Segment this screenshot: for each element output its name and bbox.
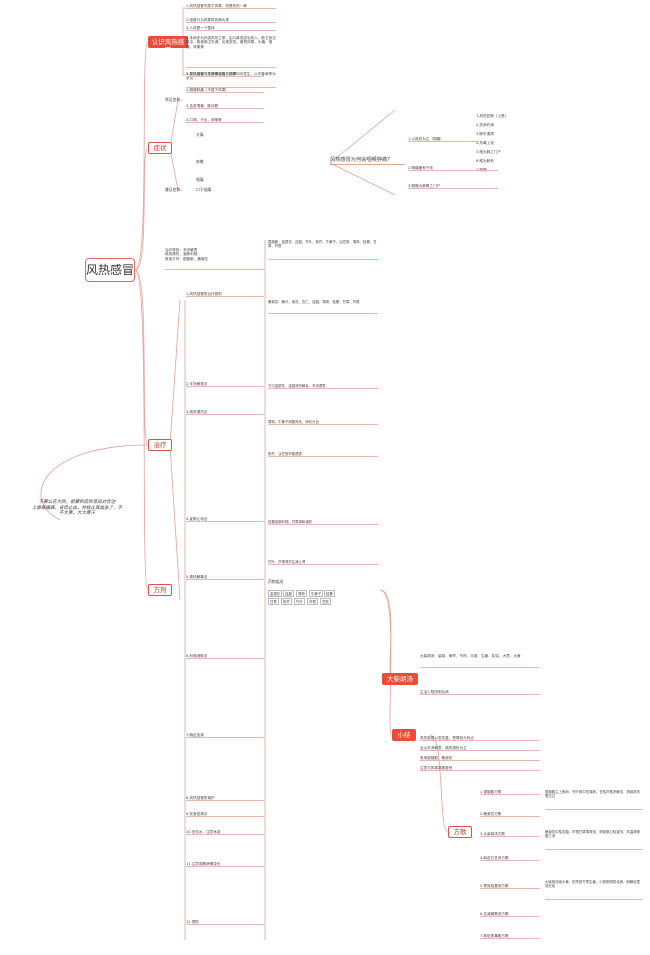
fangge-item-7: 7.荆防败毒散方歌	[480, 934, 540, 940]
fangji-cell: 豆豉	[320, 598, 331, 605]
fangge-detail-1: 银翘散主上焦疴，竹叶荆牛豉薄荷，甘桔芦根凉解法，清疏风热煮无过	[545, 790, 643, 810]
question-note-1: 1.以风热为主（咽痛）	[408, 137, 478, 143]
question-note-2: 2.咽痛兼有干咳	[408, 166, 498, 172]
xiao-line-3: 常用银翘散、桑菊饮	[420, 756, 540, 762]
renshi-note-4: 4.本病多为外感风热之邪，由口鼻或皮毛而入，肺卫首当其冲，致使肺卫失调，出现发热…	[186, 36, 276, 68]
zhiliao-intro: 治疗原则：辛凉解表 疏风清热，宣肺利咽 常用方剂：银翘散、桑菊饮	[165, 248, 265, 270]
question-item: 3.肺失清肃	[476, 132, 494, 137]
fangge-detail-3: 大柴胡汤用大黄，枳芩夏芍枣生姜，少阳阳明同合病，和解攻里效无双	[545, 880, 643, 900]
zhiliao-detail-5: 荆芥、淡豆豉辛散透表	[268, 452, 378, 458]
fangji-label: 药物组成	[268, 579, 284, 584]
zhiliao-detail-7: 竹叶、芦根清热生津止渴	[268, 560, 378, 566]
zhiliao-item-6: 6.利咽消肿法	[186, 654, 264, 660]
jiu-line-1: 大柴胡汤：柴胡、黄芩、芍药、半夏、生姜、枳实、大枣、大黄	[420, 654, 540, 668]
branch-fangge[interactable]: 方歌	[448, 826, 472, 838]
branch-fangji[interactable]: 方剂	[148, 584, 172, 596]
question-item: 6.喉为肺系	[476, 159, 494, 164]
fangji-cell: 荆芥	[281, 598, 292, 605]
zhiliao-detail-6: 桔梗宣肺利咽，甘草调和诸药	[268, 520, 378, 526]
zhiliao-item-3: 3.疏风清热法	[186, 410, 264, 416]
zhiliao-item-10: 10.多饮水，注意休息	[186, 830, 264, 836]
branch-xiao[interactable]: 小结	[392, 729, 416, 741]
question-item: 2.热邪灼津	[476, 123, 494, 128]
question-item: 1.风热犯肺（上受）	[476, 114, 509, 119]
zhiliao-item-4: 4.宣肺止咳法	[186, 517, 264, 523]
zhiliao-detail-2: 桑菊饮：桑叶、菊花、杏仁、连翘、薄荷、桔梗、甘草、芦根	[268, 300, 378, 314]
zhiliao-item-12: 12.预防	[186, 920, 264, 926]
branch-jiu[interactable]: 大柴胡汤	[382, 673, 418, 685]
zz-sub-3: 咽痛	[196, 177, 204, 182]
fangji-cell: 甘草	[268, 598, 279, 605]
zz-label-common: 常见症状	[165, 97, 181, 102]
branch-zhengzhuang[interactable]: 症状	[148, 142, 172, 154]
branch-zhiliao[interactable]: 治疗	[148, 439, 172, 451]
zhiliao-item-8: 8.风热感冒的调护	[186, 796, 264, 802]
zz-sub-1: 头痛	[196, 132, 204, 137]
xiao-line-4: 注意与风寒感冒鉴别	[420, 766, 540, 772]
fangge-item-2: 2.桑菊饮方歌	[480, 812, 540, 818]
question-items: 1.风热犯肺（上受） 2.热邪灼津 3.肺失清肃 4.热毒上攻 5.咽为肺之门户…	[476, 110, 546, 177]
zhiliao-detail-3: 方中金银花、连翘清热解毒，辛凉透表	[268, 384, 378, 390]
fangji-cell: 金银花	[268, 590, 283, 597]
renshi-note-3: 3.人体是一个整体	[186, 26, 276, 32]
question-note-3: 3.咽喉为肺胃之门户	[408, 184, 498, 190]
zz-line-3: 3.舌苔薄黄，脉浮数	[186, 104, 264, 110]
zz-label-complication: 兼证症状	[165, 187, 181, 192]
zhiliao-item-5: 5.清热解毒法	[186, 575, 264, 581]
renshi-note-2: 2.感冒分为风寒风热两大类	[186, 18, 276, 24]
zhiliao-detail-1: 银翘散：金银花、连翘、竹叶、荆芥、牛蒡子、淡豆豉、薄荷、桔梗、甘草、芦根	[268, 240, 378, 260]
zhiliao-item-11: 11.注意观察病情变化	[186, 862, 264, 868]
fangge-item-3: 3.大柴胡汤方歌	[480, 832, 540, 838]
question-item: 5.咽为肺之门户	[476, 150, 501, 155]
jiu-line-2: 主治少阳阳明合病	[420, 690, 540, 696]
xiao-line-2: 治以辛凉解表，疏风清热为主	[420, 746, 540, 752]
fangge-item-1: 1.银翘散方歌	[480, 790, 540, 796]
fangji-cell: 桔梗	[324, 590, 335, 597]
fangji-cell: 竹叶	[294, 598, 305, 605]
fangge-item-4: 4.麻杏石甘汤方歌	[480, 856, 540, 862]
zhiliao-item-1: 1.风热感冒的治疗原则	[186, 292, 264, 298]
renshi-note-5: 5.风热感冒的发病率较高，四季均可发生，以冬春两季为多见	[186, 72, 276, 88]
fangji-cell: 芦根	[307, 598, 318, 605]
zhiliao-item-7: 7.随证加减	[186, 733, 264, 739]
zhiliao-item-2: 2.辛凉解表法	[186, 382, 264, 388]
fangge-item-5: 5.葱豉桔梗汤方歌	[480, 884, 540, 890]
zz-sub-4: 口干咽燥	[196, 187, 212, 192]
renshi-note-1: 1.风热感冒不属于风寒，而是热的一种	[186, 4, 276, 10]
fangge-item-6: 6.加减葳蕤汤方歌	[480, 912, 540, 918]
central-topic[interactable]: 风热感冒	[85, 258, 135, 282]
question-title[interactable]: 风热感冒为何会咽喉肿痛?	[330, 157, 405, 165]
xiao-line-1: 风热感冒以发热重、恶寒轻为特点	[420, 736, 540, 742]
fangji-cell: 薄荷	[296, 590, 307, 597]
question-item: 4.热毒上攻	[476, 141, 494, 146]
zz-sub-2: 咳嗽	[196, 159, 204, 164]
zz-line-2: 2.咽喉肿痛（不属于风寒）	[186, 88, 264, 94]
zz-line-1: 1.发热较著（不恶寒或微恶风寒）	[186, 72, 264, 78]
branch-renshi[interactable]: 认识风热感冒	[148, 36, 188, 54]
zhiliao-detail-4: 薄荷、牛蒡子疏散风热，清利头目	[268, 420, 378, 426]
zhiliao-item-9: 9.饮食宜清淡	[186, 812, 264, 818]
question-item: 7.咽喉	[476, 168, 487, 173]
fangji-cell: 连翘	[283, 590, 294, 597]
zz-line-4: 4.口渴，汗出，咳嗽等	[186, 118, 264, 124]
fangge-detail-2: 桑菊饮中桔杏翘，芦根甘草薄荷饶，清疏肺卫轻宣剂，风温咳嗽服之消	[545, 830, 643, 850]
quote-text: 不要以名为热，就要和痰热等同对舌边 上痹痛痛痛，肯但止血，并经止其血多了，不 不…	[32, 500, 122, 517]
fangji-cell: 牛蒡子	[309, 590, 324, 597]
